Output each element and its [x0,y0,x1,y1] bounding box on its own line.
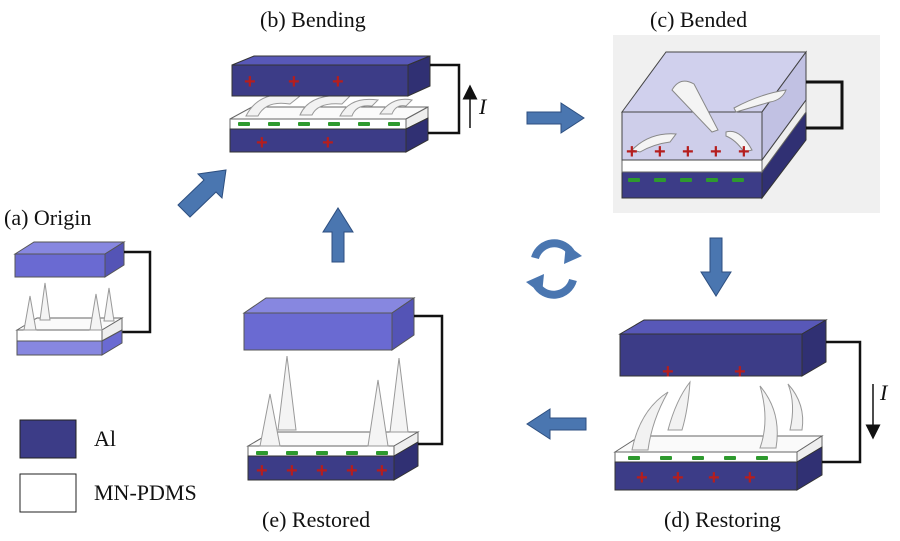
bending-negative-charges [238,122,400,126]
restored-top-electrode [242,297,416,351]
legend: Al MN-PDMS [19,419,197,513]
origin-wire [122,250,152,334]
svg-text:+: + [322,132,334,154]
svg-text:+: + [662,361,674,383]
legend-swatch-mn-pdms [19,473,77,513]
restoring-top-electrode [618,319,828,377]
restored-bottom-electrode [247,441,419,481]
arrow-restored-to-bending [322,207,354,263]
label-bended: (c) Bended [650,7,747,32]
restoring-bottom-positive-charges: + + + + [636,467,756,489]
arrow-restoring-to-restored [526,408,587,440]
bending-top-electrode [231,55,431,97]
legend-label-mn-pdms: MN-PDMS [94,480,197,505]
svg-text:+: + [256,460,268,482]
restoring-microneedles [631,380,804,451]
restoring-top-positive-charges: + + [662,361,746,383]
svg-text:+: + [672,467,684,489]
origin-top-electrode [13,241,126,278]
cycle-arrows-icon [526,239,582,299]
flow-arrows [177,102,732,440]
svg-text:+: + [626,141,638,163]
bended-wire [806,80,844,130]
svg-text:+: + [682,141,694,163]
svg-text:+: + [710,141,722,163]
svg-text:+: + [244,71,256,93]
restoring-bottom-electrode [614,446,823,491]
label-restoring: (d) Restoring [664,507,781,532]
restored-positive-charges: + + + + + [256,460,388,482]
svg-text:+: + [744,467,756,489]
bended-positive-charges: + + + + + [626,141,750,163]
label-origin: (a) Origin [4,205,91,230]
restored-microneedles [259,355,409,447]
bending-pdms-layer [229,106,429,130]
svg-text:+: + [636,467,648,489]
panel-restored: (e) Restored + + + + + [242,297,444,532]
restored-negative-charges [256,451,388,455]
restored-wire [414,314,444,446]
svg-text:+: + [708,467,720,489]
legend-label-al: Al [94,426,116,451]
panel-origin: (a) Origin [4,205,152,356]
legend-swatch-al [19,419,77,459]
svg-text:+: + [734,361,746,383]
bended-flattened-microneedles [631,80,787,153]
origin-microneedles [23,282,115,331]
svg-text:+: + [332,71,344,93]
svg-text:+: + [316,460,328,482]
panel-bended: (c) Bended [613,7,880,213]
arrow-origin-to-bending [177,169,227,218]
svg-text:+: + [256,132,268,154]
bending-top-positive-charges: + + + [244,71,344,93]
bending-bottom-electrode [229,117,429,153]
bended-negative-charges [628,178,744,182]
arrow-bended-to-restoring [700,237,732,297]
svg-text:+: + [738,141,750,163]
svg-text:+: + [286,460,298,482]
panel-restoring: (d) Restoring + + + + [613,319,889,532]
panel-bending: (b) Bending + + [229,7,488,154]
label-restored: (e) Restored [262,507,370,532]
label-bending: (b) Bending [260,7,366,32]
svg-text:+: + [346,460,358,482]
svg-text:+: + [376,460,388,482]
svg-text:+: + [654,141,666,163]
bending-bent-microneedles [245,93,414,117]
bending-current-label: I [478,94,488,119]
restoring-wire [822,340,862,464]
bending-bottom-positive-charges: + + [256,132,334,154]
bending-wire [428,63,461,135]
restoring-negative-charges [628,456,768,460]
arrow-bending-to-bended [526,102,585,134]
restoring-current-label: I [879,380,889,405]
svg-text:+: + [288,71,300,93]
